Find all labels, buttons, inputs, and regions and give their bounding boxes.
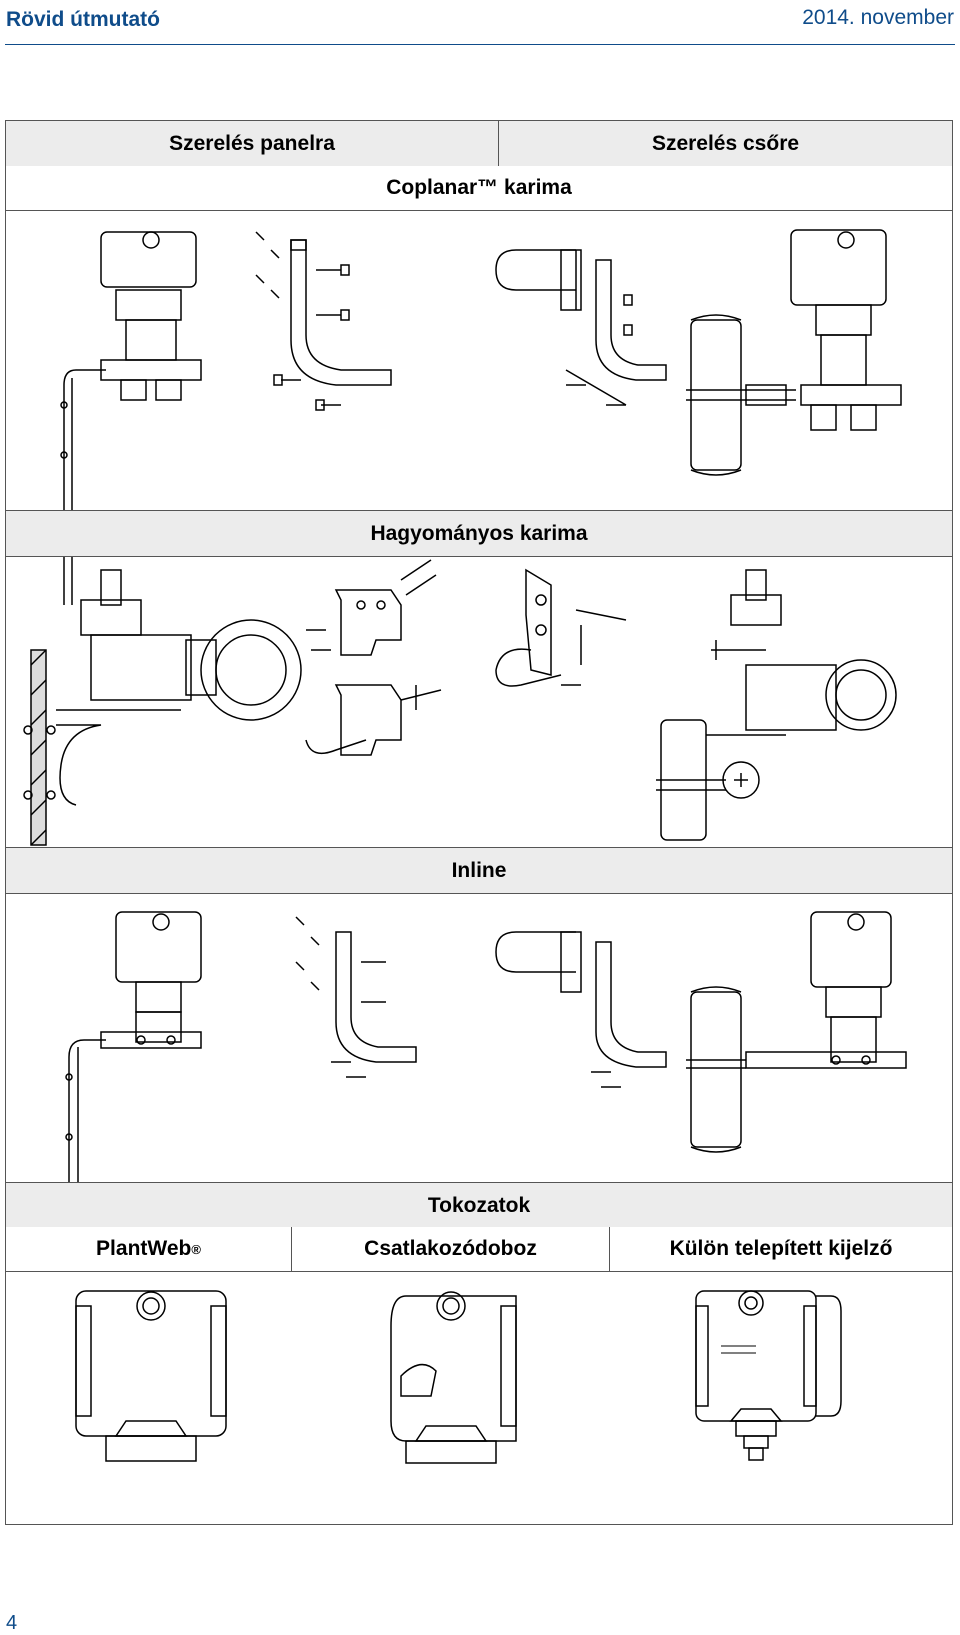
traditional-pipe-bracket — [495, 568, 627, 687]
housings-drawings — [75, 1290, 842, 1464]
housing-header-remote: Külön telepített kijelző — [669, 1237, 893, 1260]
housing-header-plantweb: PlantWeb® — [6, 1227, 291, 1271]
traditional-pipe-transmitter — [656, 569, 897, 841]
housing-divider-2 — [609, 1227, 610, 1271]
mounting-table: Szerelés panelra Szerelés csőre Coplanar… — [5, 120, 953, 1525]
housing-header-junction: Csatlakozódoboz — [364, 1237, 537, 1260]
row-header-inline: Inline — [6, 847, 952, 894]
inline-panel-bracket — [295, 916, 417, 1078]
header-rule — [5, 44, 955, 45]
housing-divider-1 — [291, 1227, 292, 1271]
traditional-drawings — [23, 559, 897, 846]
traditional-panel-transmitter — [23, 569, 302, 846]
plantweb-housing — [75, 1290, 227, 1462]
page-number: 4 — [6, 1612, 18, 1634]
inline-pipe-transmitter — [686, 911, 907, 1153]
column-divider — [498, 121, 499, 166]
coplanar-panel-bracket — [255, 231, 392, 411]
row-header-traditional: Hagyományos karima — [6, 510, 952, 557]
row-header-housings: Tokozatok — [6, 1182, 952, 1229]
remote-display-housing — [695, 1290, 842, 1461]
inline-panel-transmitter — [65, 911, 202, 1187]
junction-box-housing — [390, 1291, 517, 1464]
coplanar-pipe-bracket — [495, 249, 667, 406]
coplanar-pipe-transmitter — [686, 229, 902, 476]
header-title: Rövid útmutató — [6, 8, 160, 31]
col-header-panel: Szerelés panelra — [169, 131, 335, 155]
inline-drawings — [65, 911, 907, 1187]
registered-mark: ® — [191, 1241, 201, 1257]
col-header-pipe: Szerelés csőre — [651, 131, 800, 155]
coplanar-panel-transmitter — [60, 231, 202, 605]
inline-pipe-bracket — [495, 931, 667, 1088]
housings-header-row: PlantWeb® Csatlakozódoboz Külön telepíte… — [6, 1227, 952, 1272]
header-date: 2014. november — [802, 6, 954, 29]
coplanar-drawings — [60, 229, 902, 605]
row-header-coplanar: Coplanar™ karima — [6, 166, 952, 211]
housing-plantweb-label: PlantWeb — [96, 1237, 192, 1260]
traditional-panel-bracket — [305, 559, 442, 756]
column-header-row: Szerelés panelra Szerelés csőre — [6, 121, 952, 167]
